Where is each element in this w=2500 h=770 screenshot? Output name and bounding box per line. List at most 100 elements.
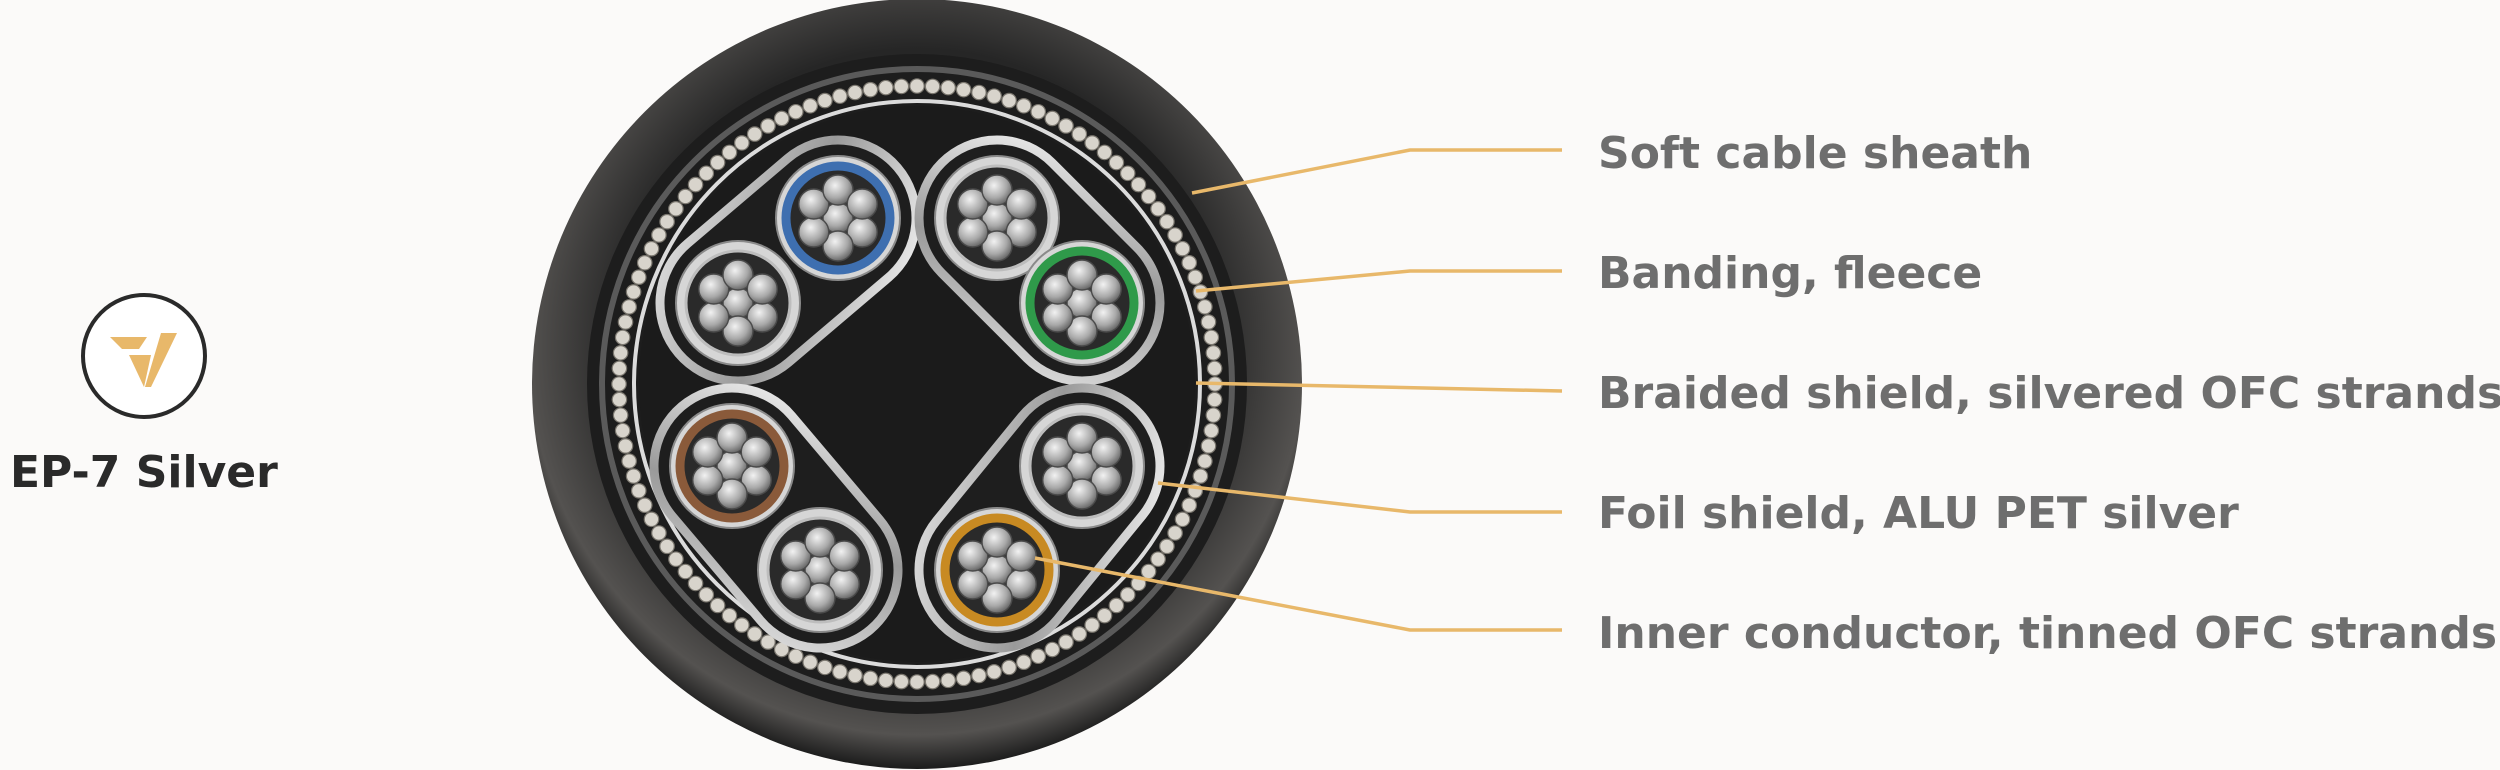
braid-strand <box>1206 360 1223 377</box>
conductor-strand <box>1005 188 1037 220</box>
braid-strand <box>621 299 637 315</box>
braid-strand <box>1140 563 1157 580</box>
conductor-strand <box>822 230 854 262</box>
conductor-strand <box>957 188 989 220</box>
braid-strand <box>1015 97 1032 114</box>
braid-strand <box>1030 103 1047 120</box>
conductor-strand <box>692 436 724 468</box>
braid-strand <box>862 670 879 687</box>
conductor-strand <box>1042 464 1074 496</box>
braid-strand <box>787 648 804 665</box>
braid-strand <box>617 438 634 454</box>
twisted-pair <box>914 383 1165 653</box>
braid-strand <box>986 664 1002 680</box>
twisted-pair <box>655 135 921 386</box>
braid-strand <box>1203 422 1220 439</box>
conductor-strand <box>957 540 989 572</box>
braid-strand <box>677 188 694 205</box>
braid-strand <box>1197 453 1213 469</box>
leader-line <box>1195 269 1562 293</box>
braid-strand <box>1108 154 1125 171</box>
callout-label-sheath: Soft cable sheath <box>1598 128 2033 179</box>
braided-shield <box>611 78 1223 690</box>
braid-strand <box>746 126 763 142</box>
braid-strand <box>651 525 667 541</box>
braid-strand <box>614 329 631 346</box>
braid-strand <box>721 607 738 624</box>
conductor-strand <box>1042 436 1074 468</box>
braid-strand <box>1200 314 1217 330</box>
conductor-strand <box>981 582 1013 614</box>
braid-strand <box>847 84 863 101</box>
braid-strand <box>940 672 956 689</box>
braid-strand <box>1130 176 1147 193</box>
braid-strand <box>612 345 629 361</box>
conductor-strand <box>981 174 1013 206</box>
braid-strand <box>1167 525 1183 541</box>
braid-strand <box>1181 254 1198 271</box>
braid-strand <box>1203 329 1220 346</box>
braid-strand <box>940 79 956 96</box>
braid-strand <box>787 103 804 120</box>
braid-strand <box>1150 201 1166 217</box>
conductor-strand <box>981 526 1013 558</box>
conductor-strand <box>740 436 772 468</box>
conductor-strand <box>716 478 748 510</box>
conductor-strand <box>804 526 836 558</box>
braid-strand <box>651 227 667 243</box>
conductor-strand <box>804 582 836 614</box>
braid-strand <box>1174 511 1191 528</box>
conductor-strand <box>722 315 754 347</box>
braid-strand <box>677 563 694 580</box>
conductor-strand <box>780 540 812 572</box>
braid-strand <box>1140 188 1157 205</box>
twisted-pairs <box>649 135 1165 653</box>
braid-strand <box>1150 551 1166 567</box>
braid-strand <box>1015 654 1032 671</box>
braid-strand <box>1108 597 1125 614</box>
braid-strand <box>1200 438 1217 454</box>
braid-strand <box>1119 165 1136 182</box>
braid-strand <box>893 673 910 690</box>
braid-strand <box>668 551 684 567</box>
conductor-strand <box>1066 315 1098 347</box>
braid-strand <box>1071 626 1088 642</box>
conductor-strand <box>746 273 778 305</box>
braid-strand <box>955 81 972 98</box>
braid-strand <box>802 97 819 114</box>
braid-strand <box>1044 641 1061 658</box>
braid-strand <box>773 110 790 127</box>
conductor-strand <box>798 188 830 220</box>
braid-strand <box>643 511 660 528</box>
braid-strand <box>643 240 660 257</box>
braid-strand <box>1205 407 1222 423</box>
callout-label-inner-conductor: Inner conductor, tinned OFC strands <box>1598 608 2498 659</box>
braid-strand <box>862 81 879 98</box>
braid-strand <box>1192 468 1209 484</box>
brand-block: EP-7 Silver <box>0 285 285 515</box>
braid-strand <box>802 654 819 671</box>
braid-strand <box>1159 538 1175 555</box>
braid-strand <box>698 586 715 603</box>
braid-strand <box>1181 497 1198 514</box>
braid-strand <box>1058 118 1074 134</box>
product-name: EP-7 Silver <box>10 447 278 498</box>
leader-line <box>1034 556 1562 632</box>
braid-strand <box>698 165 715 182</box>
braid-strand <box>1044 110 1061 127</box>
braid-strand <box>611 376 627 392</box>
braid-strand <box>659 213 675 230</box>
braid-strand <box>832 664 848 680</box>
braid-strand <box>1071 126 1088 142</box>
braid-strand <box>1096 607 1113 624</box>
braid-strand <box>636 254 653 271</box>
v-logo-icon <box>81 293 207 419</box>
braid-strand <box>687 575 704 592</box>
braid-strand <box>1187 269 1204 286</box>
braid-strand <box>636 497 653 514</box>
conductor-strand <box>822 174 854 206</box>
braid-strand <box>909 674 925 690</box>
conductor-strand <box>798 216 830 248</box>
braid-strand <box>817 659 833 676</box>
